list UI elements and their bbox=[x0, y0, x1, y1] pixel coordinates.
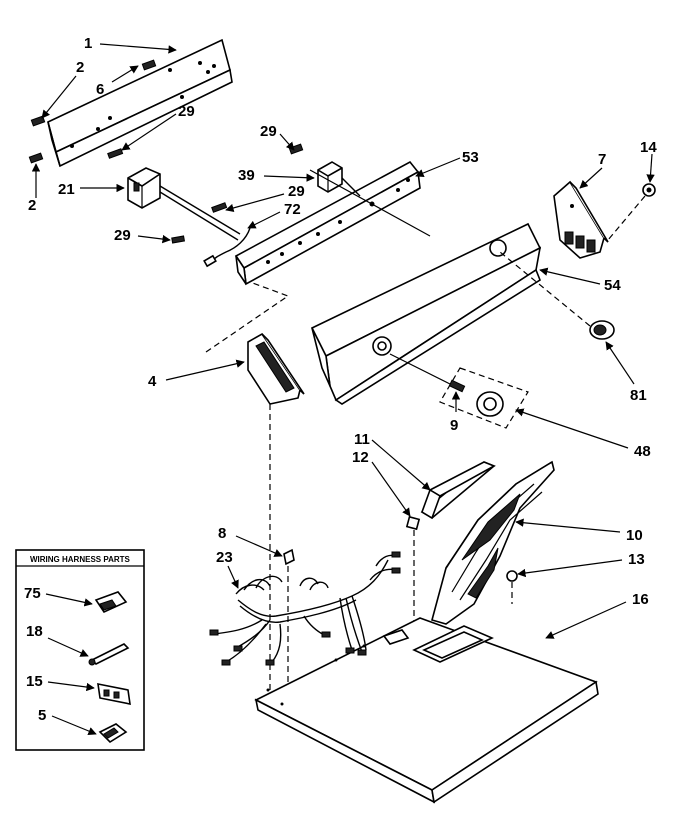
connector-part-15 bbox=[97, 682, 131, 706]
bracket-part-7 bbox=[553, 180, 609, 259]
callout-21: 21 bbox=[58, 181, 75, 198]
callout-6: 6 bbox=[96, 81, 104, 98]
clip-part-8 bbox=[283, 548, 295, 566]
callout-39: 39 bbox=[238, 167, 255, 184]
filter-housing-part-11 bbox=[405, 461, 496, 531]
callout-9: 9 bbox=[450, 417, 458, 434]
callout-29b: 29 bbox=[260, 123, 277, 140]
callout-53: 53 bbox=[462, 149, 479, 166]
callout-54: 54 bbox=[604, 277, 621, 294]
duct-part-10 bbox=[431, 460, 555, 625]
wire-part-72 bbox=[171, 202, 251, 268]
inset-title: WIRING HARNESS PARTS bbox=[30, 555, 131, 564]
callout-14: 14 bbox=[640, 139, 657, 156]
callout-23: 23 bbox=[216, 549, 233, 566]
connector-part-75 bbox=[94, 591, 128, 614]
callout-13: 13 bbox=[628, 551, 645, 568]
switch-part-21 bbox=[127, 167, 241, 241]
callout-8: 8 bbox=[218, 525, 226, 542]
callout-labels: 1 2 6 29 21 2 29 39 29 72 29 53 7 14 54 … bbox=[28, 35, 657, 608]
wiring-harness-part-23 bbox=[209, 551, 401, 666]
callout-81: 81 bbox=[630, 387, 647, 404]
callout-72: 72 bbox=[284, 201, 301, 218]
leader-lines bbox=[31, 43, 655, 639]
callout-48: 48 bbox=[634, 443, 651, 460]
callout-10: 10 bbox=[626, 527, 643, 544]
callout-2a: 2 bbox=[76, 59, 84, 76]
callout-15: 15 bbox=[26, 673, 43, 690]
terminal-part-18 bbox=[88, 643, 130, 666]
callout-1: 1 bbox=[84, 35, 92, 52]
callout-29c: 29 bbox=[288, 183, 305, 200]
callout-5: 5 bbox=[38, 707, 46, 724]
callout-2b: 2 bbox=[28, 197, 36, 214]
back-panel-part-1 bbox=[47, 38, 233, 168]
connector-part-5 bbox=[98, 723, 128, 744]
screw-icon bbox=[28, 59, 157, 164]
knob-part-81 bbox=[499, 251, 615, 340]
callout-18: 18 bbox=[26, 623, 43, 640]
callout-11: 11 bbox=[354, 431, 370, 448]
callout-16: 16 bbox=[632, 591, 649, 608]
terminal-block-part-4 bbox=[205, 281, 305, 405]
callout-7: 7 bbox=[598, 151, 606, 168]
callout-4: 4 bbox=[148, 373, 157, 390]
console-part-54 bbox=[309, 169, 542, 405]
timer-part-48 bbox=[389, 353, 529, 429]
callout-29d: 29 bbox=[114, 227, 131, 244]
callout-75: 75 bbox=[24, 585, 41, 602]
callout-29a: 29 bbox=[178, 103, 195, 120]
wiring-harness-parts-inset: WIRING HARNESS PARTS 75 18 15 5 bbox=[15, 549, 145, 751]
nut-part-14 bbox=[607, 183, 656, 241]
callout-12: 12 bbox=[352, 449, 369, 466]
screw-part-13 bbox=[506, 570, 518, 604]
top-cover-part-16 bbox=[254, 617, 599, 804]
